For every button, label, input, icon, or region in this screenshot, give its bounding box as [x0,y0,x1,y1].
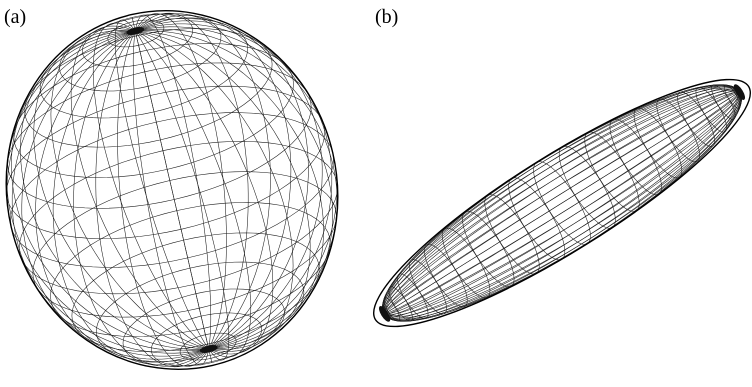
longitude-meridian [6,30,209,352]
longitude-meridian [384,92,740,319]
longitude-meridian [135,30,311,350]
longitude-meridian [135,30,252,358]
longitude-meridian [135,13,227,350]
longitude-meridian [114,19,209,350]
longitude-meridian [384,91,742,316]
top-pole [199,345,218,353]
ellipsoid-outline [5,10,339,370]
panel-b-ellipsoid-wireframe [373,78,751,328]
top-pole [378,306,391,322]
longitude-meridian [383,91,740,315]
ellipsoid-outline [373,78,751,328]
longitude-meridian [384,92,741,321]
longitude-meridian [135,30,274,355]
longitude-meridian [135,30,230,361]
longitude-meridian [135,30,294,352]
longitude-meridian [384,91,742,321]
longitude-meridian [382,85,740,315]
longitude-meridian [50,28,209,350]
longitude-meridian [384,88,740,314]
longitude-meridian [132,30,209,366]
longitude-meridian [383,85,740,314]
longitude-meridian [382,91,740,315]
longitude-meridian [11,30,209,357]
bottom-pole [733,84,746,100]
longitude-meridian [21,30,209,360]
longitude-meridian [35,30,209,363]
longitude-meridian [135,17,309,350]
longitude-meridian [135,30,324,350]
longitude-meridian [20,30,209,350]
longitude-meridian [95,30,209,368]
longitude-meridian [382,86,740,315]
longitude-meridian [384,92,740,317]
longitude-meridian [382,90,740,315]
longitude-meridian [384,91,740,316]
longitude-meridian [384,91,742,318]
longitude-meridian [117,30,209,367]
longitude-meridian [135,14,212,350]
longitude-meridian [135,28,338,350]
bottom-pole [126,27,145,35]
longitude-meridian [384,91,742,315]
longitude-meridian [382,87,740,315]
longitude-meridian [92,22,209,350]
longitude-meridian [135,30,333,350]
longitude-meridian [384,92,741,322]
longitude-meridian [73,30,209,367]
longitude-meridian [135,23,333,350]
longitude-meridian [11,30,209,350]
panel-b-label: (b) [375,6,399,28]
panel-a-label: (a) [4,6,27,28]
longitude-meridian [135,13,271,350]
longitude-meridian [383,91,740,315]
longitude-meridian [135,20,323,350]
panel-a-ellipsoid-wireframe [5,10,339,370]
longitude-meridian [383,86,740,314]
longitude-meridian [384,92,740,318]
longitude-meridian [382,88,740,315]
longitude-meridian [52,30,209,365]
longitude-meridian [135,30,213,363]
longitude-meridian [383,91,740,315]
longitude-meridian [384,92,741,320]
